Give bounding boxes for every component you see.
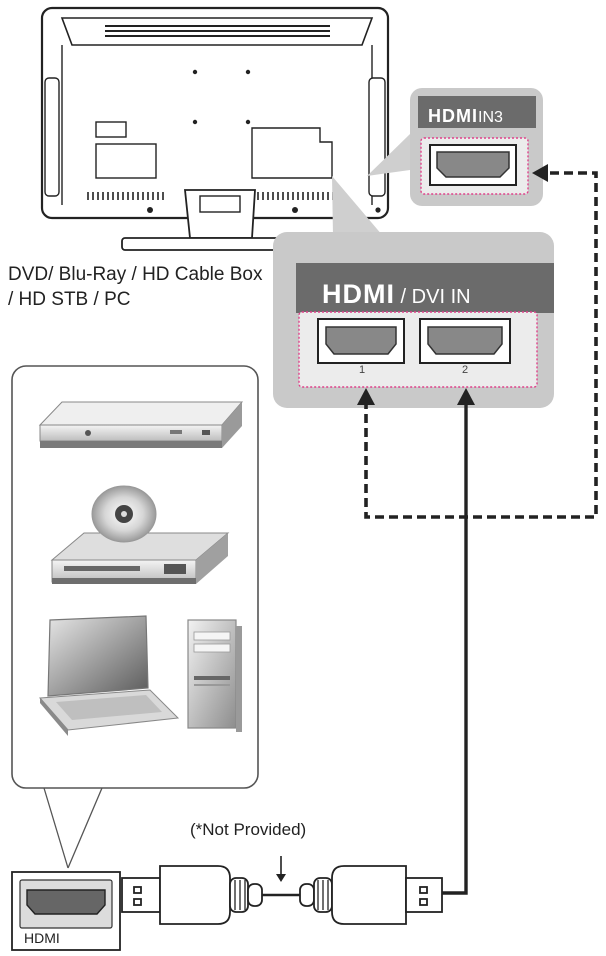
laptop-icon [38, 615, 180, 736]
arrow-to-port-1 [357, 388, 375, 405]
hdmi-dvi-logo: HDMI / DVI IN [322, 279, 471, 310]
panel-pointer [43, 787, 103, 869]
device-hdmi-label: HDMI [24, 930, 60, 946]
tv-rear-icon [40, 6, 390, 251]
hdmi-dvi-suffix: / DVI IN [395, 286, 471, 308]
hdmi-cable-icon [121, 865, 443, 925]
dvd-player-icon [38, 401, 244, 448]
not-provided-pointer [276, 856, 286, 882]
hdmi-port-2 [419, 318, 511, 364]
hdmi-port-1 [317, 318, 405, 364]
not-provided-label: (*Not Provided) [190, 820, 307, 839]
port-1-number: 1 [359, 364, 366, 376]
blu-ray-player-icon [50, 485, 230, 584]
arrow-to-in3 [532, 164, 548, 182]
source-devices-label: DVD/ Blu-Ray / HD Cable Box / HD STB / P… [8, 264, 263, 310]
alternative-connection-dashed [364, 171, 598, 519]
hdmi-in3-logo: HDMIIN3 [428, 106, 503, 127]
device-hdmi-port [11, 871, 121, 951]
arrow-to-port-2 [457, 388, 475, 405]
hdmi-in3-suffix: IN3 [478, 109, 503, 126]
hdmi-in3-brand: HDMI [428, 106, 478, 126]
hdmi-in3-port [429, 144, 517, 186]
hdmi-dvi-brand: HDMI [322, 279, 395, 309]
port-2-number: 2 [462, 364, 469, 376]
pc-tower-icon [187, 619, 242, 732]
hdmi-cable-line [442, 400, 468, 895]
